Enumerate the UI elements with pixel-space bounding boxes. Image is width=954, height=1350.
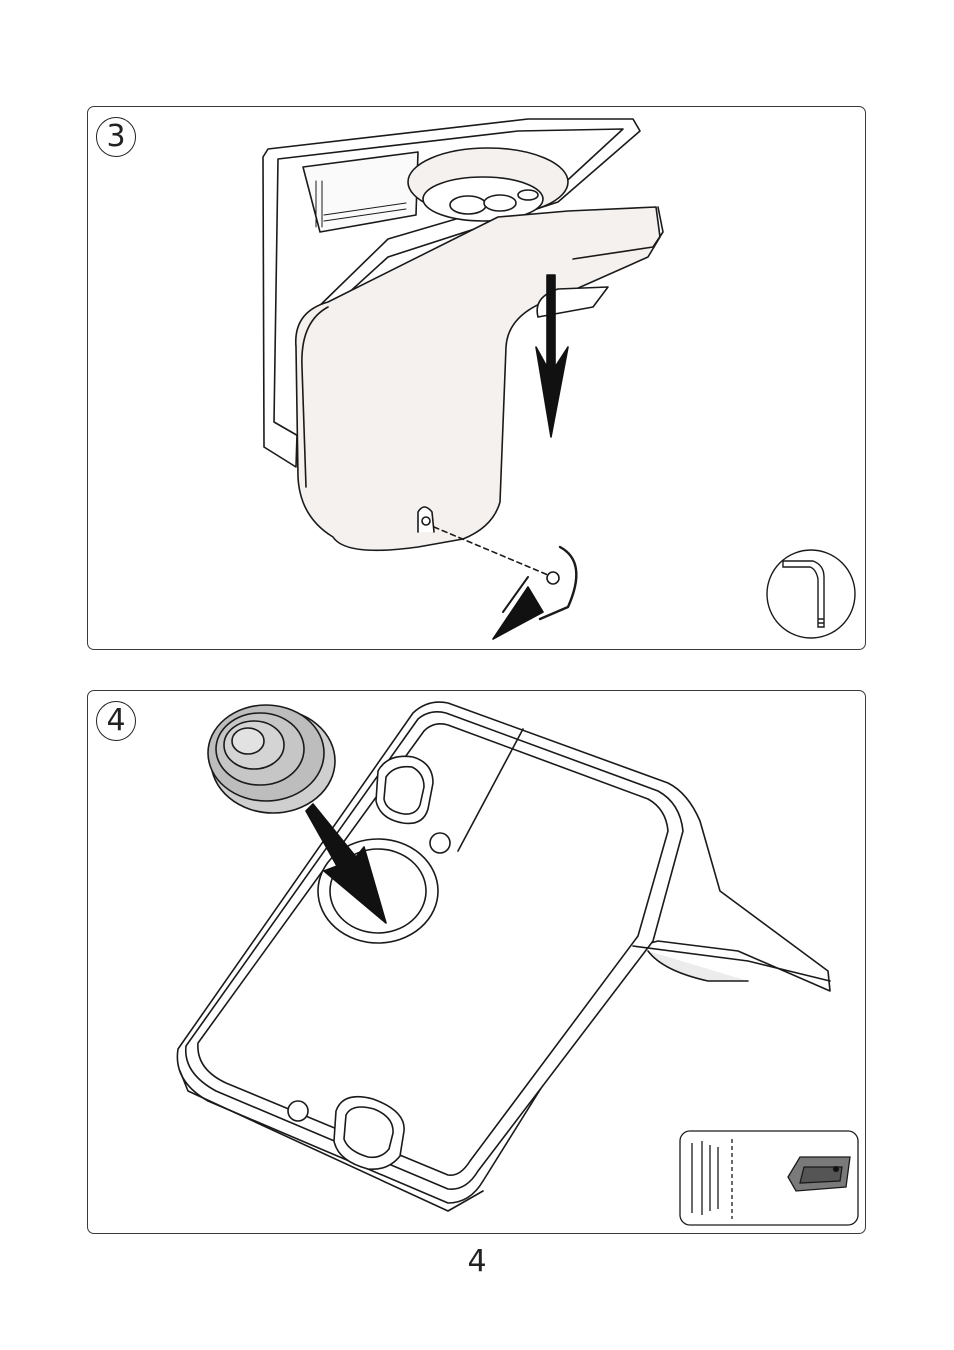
step-4-illustration: [88, 691, 867, 1235]
step-3-panel: 3: [87, 106, 866, 650]
utility-knife-icon: [680, 1131, 858, 1225]
page-number: 4: [0, 1244, 954, 1279]
mounting-base: [408, 148, 568, 221]
grommet-icon: [208, 705, 335, 813]
screw-removal-arrow-icon: [434, 527, 576, 639]
hex-key-icon: [767, 550, 855, 638]
step-4-panel: 4: [87, 690, 866, 1234]
step-3-illustration: [88, 107, 867, 651]
